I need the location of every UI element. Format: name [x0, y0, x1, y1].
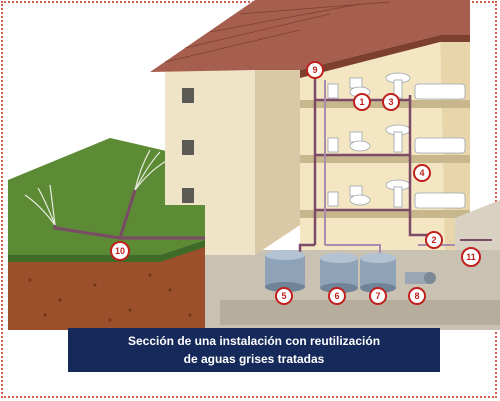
svg-text:7: 7	[375, 291, 380, 301]
soil-speckles	[28, 273, 192, 322]
outside-shed	[455, 200, 500, 250]
irrigation-pipe-branch	[118, 189, 137, 239]
bathtubs	[414, 83, 466, 209]
tank-7	[360, 253, 396, 293]
marker-6: 6	[328, 287, 346, 305]
marker-3: 3	[382, 93, 400, 111]
side-windows	[182, 88, 194, 203]
building-corner	[255, 40, 300, 255]
sprinkler-spray-left	[24, 184, 56, 226]
balconies	[255, 100, 300, 220]
marker-7: 7	[369, 287, 387, 305]
svg-text:11: 11	[466, 252, 476, 262]
svg-text:9: 9	[312, 65, 317, 75]
marker-11: 11	[461, 247, 481, 267]
diagram-caption: Sección de una instalación con reutiliza…	[68, 328, 440, 372]
marker-2: 2	[425, 231, 443, 249]
marker-1: 1	[353, 93, 371, 111]
svg-text:5: 5	[281, 291, 286, 301]
caption-line-1: Sección de una instalación con reutiliza…	[127, 334, 381, 348]
irrigation-pipe	[53, 225, 205, 240]
marker-10: 10	[110, 241, 130, 261]
washbasins	[385, 72, 411, 208]
svg-text:3: 3	[388, 97, 393, 107]
svg-text:4: 4	[419, 168, 424, 178]
tank-5	[265, 250, 305, 292]
lawn-edge	[8, 240, 205, 262]
tank-6	[320, 253, 358, 293]
caption-line-2: de aguas grises tratadas	[183, 352, 325, 366]
marker-8: 8	[408, 287, 426, 305]
roof-edge	[300, 35, 470, 78]
marker-5: 5	[275, 287, 293, 305]
svg-text:1: 1	[359, 97, 364, 107]
svg-text:2: 2	[431, 235, 436, 245]
svg-text:10: 10	[115, 246, 125, 256]
roof-tiles	[164, 1, 391, 63]
roof	[150, 0, 470, 72]
diagram-markers: 1 2 3 4 5 6 7	[110, 61, 481, 305]
soil-block	[8, 240, 205, 330]
lawn	[8, 138, 205, 255]
building-side-wall	[165, 70, 255, 255]
pump-8	[405, 272, 436, 284]
svg-text:6: 6	[334, 291, 339, 301]
svg-text:8: 8	[414, 291, 419, 301]
marker-9: 9	[306, 61, 324, 79]
basement-floor	[220, 300, 500, 325]
marker-4: 4	[413, 164, 431, 182]
